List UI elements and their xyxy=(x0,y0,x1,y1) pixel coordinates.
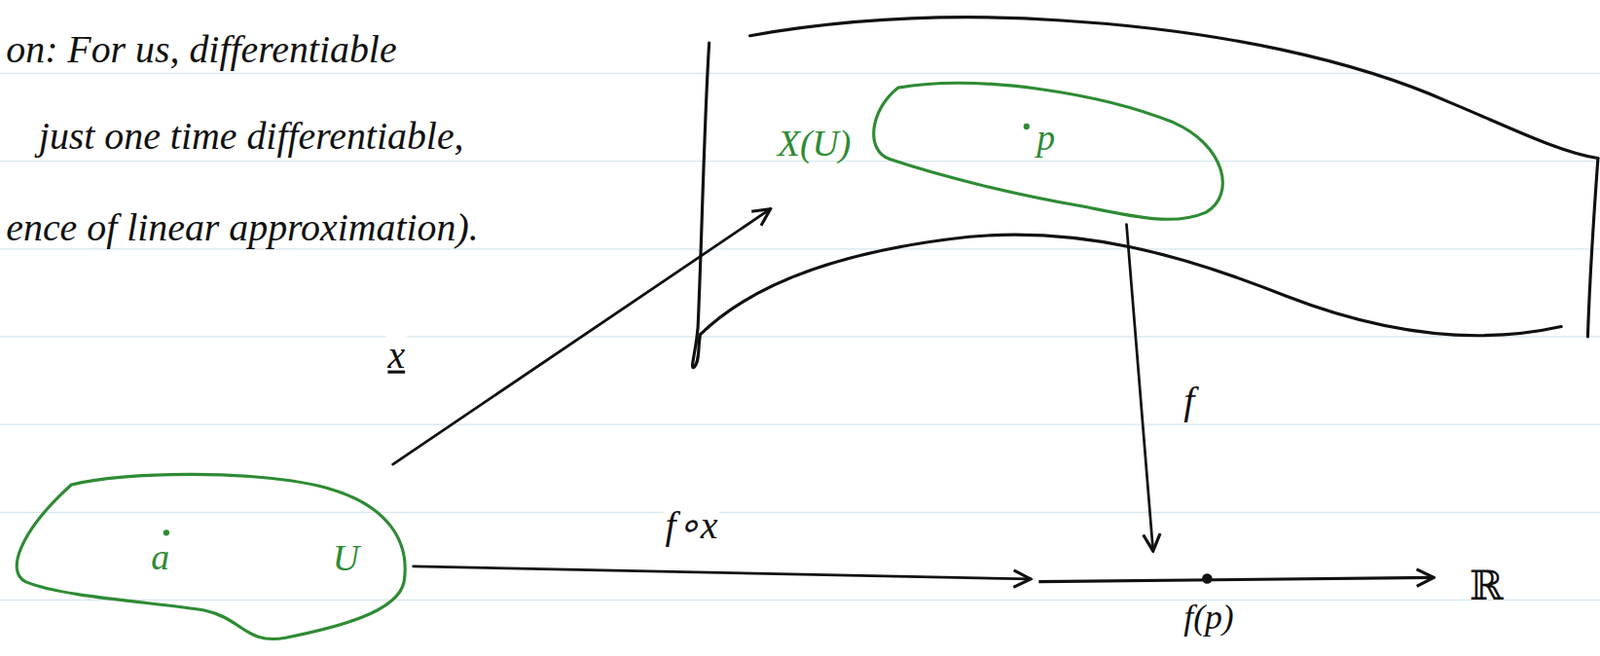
note-text: on: For us, differentiable xyxy=(5,28,397,72)
point-label: p xyxy=(1036,118,1055,160)
ruled-line xyxy=(0,599,1600,601)
point-dot xyxy=(1023,123,1030,130)
domain-region: aU xyxy=(4,464,413,649)
surface-edge xyxy=(692,42,710,368)
region-outline xyxy=(16,473,405,639)
surface-edge xyxy=(750,17,1599,159)
ruled-line xyxy=(0,72,1600,74)
set-label: ℝ xyxy=(1469,563,1504,609)
map-label: x xyxy=(385,334,407,378)
node-outline xyxy=(1030,550,1541,652)
region-label: X(U) xyxy=(777,124,851,166)
point-label: a xyxy=(150,538,170,580)
number-line xyxy=(1038,577,1434,582)
map-arrow xyxy=(413,566,1031,580)
ruled-lines xyxy=(0,72,1600,600)
surface-edge xyxy=(1587,158,1598,337)
map-label: f xyxy=(1181,379,1197,423)
image-region: X(U) p xyxy=(770,69,1236,224)
region-outline xyxy=(873,82,1224,219)
note-text: ence of linear approximation). xyxy=(5,207,478,251)
point-dot xyxy=(163,529,170,536)
ruled-line xyxy=(0,511,1600,513)
ruled-line xyxy=(0,335,1600,337)
note-text: just one time differentiable, xyxy=(38,114,465,158)
surface xyxy=(692,17,1599,368)
point-dot xyxy=(1201,573,1212,583)
ruled-line xyxy=(0,424,1600,426)
map-arrow xyxy=(1126,224,1153,552)
map-label: f∘x xyxy=(663,504,721,547)
region-label: U xyxy=(332,539,360,581)
real-line: f(p) ℝ xyxy=(1030,550,1541,652)
value-label: f(p) xyxy=(1183,597,1234,636)
